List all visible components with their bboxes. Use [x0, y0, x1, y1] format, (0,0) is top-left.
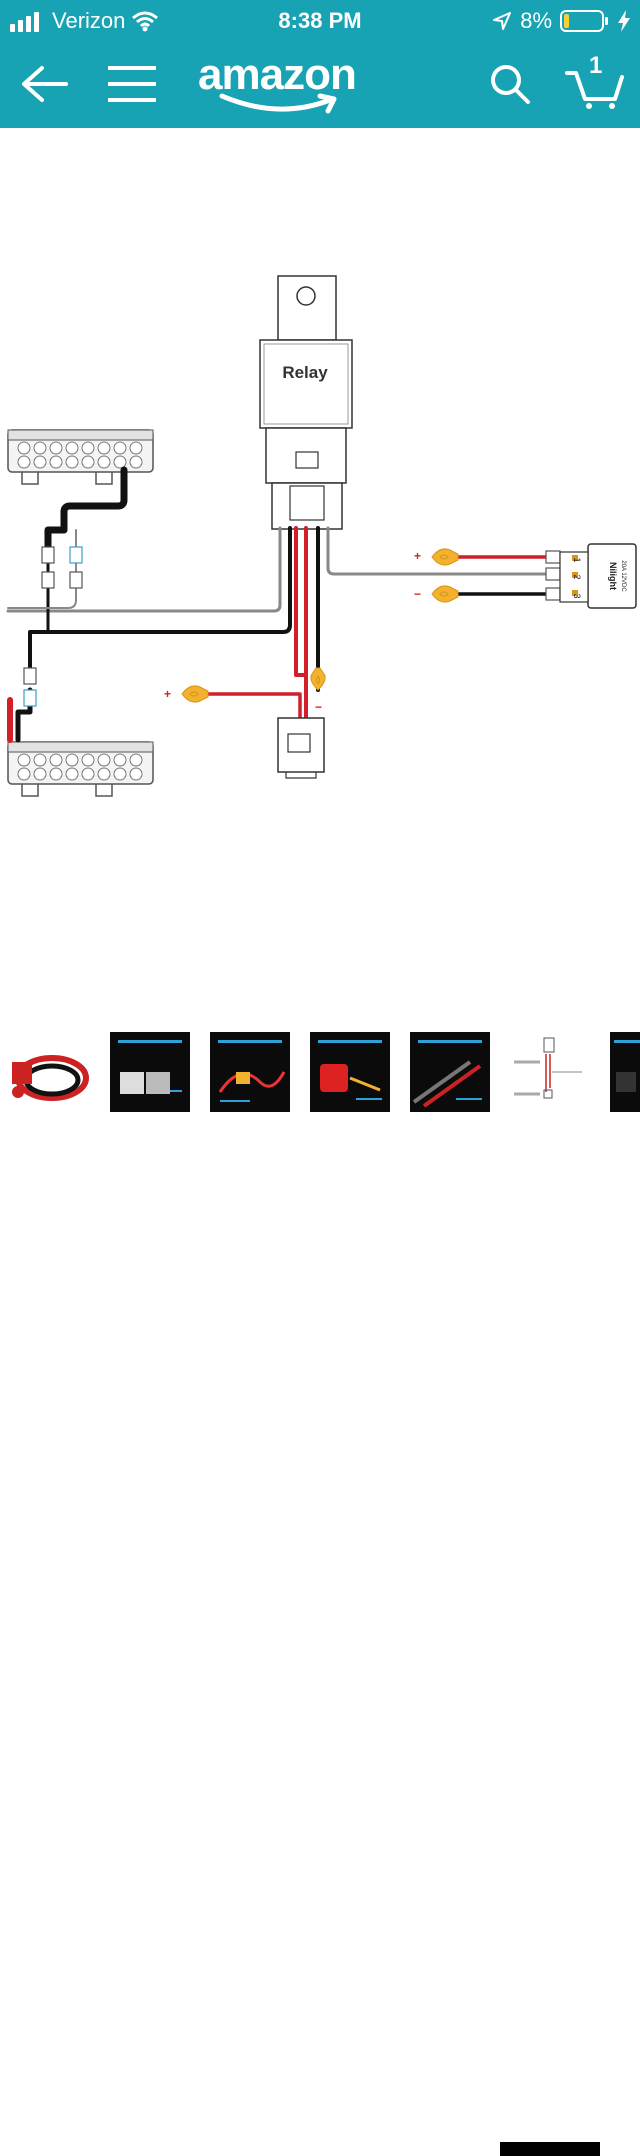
ring-terminal-plus-battery: [181, 685, 209, 703]
status-left: Verizon: [10, 8, 159, 34]
battery-percent: 8%: [520, 8, 552, 33]
product-image-area[interactable]: Relay: [0, 128, 640, 1020]
polarity-labels: + − + −: [164, 549, 421, 714]
back-arrow-icon: [22, 66, 68, 102]
switch: Nilight 20A 12VDC 1 2 3: [559, 543, 637, 609]
cart-button[interactable]: 1: [562, 52, 628, 112]
battery-icon: [560, 10, 608, 32]
wire-gray-switch: [326, 526, 550, 576]
search-icon: [491, 65, 530, 104]
minus-label-switch: −: [414, 587, 421, 601]
location-arrow-icon: [493, 12, 512, 30]
status-right: 8%: [492, 8, 630, 34]
light-bar-photo: [118, 1040, 182, 1094]
selected-thumb-indicator: [500, 2142, 600, 2156]
relay: Relay: [259, 275, 353, 530]
amazon-logo[interactable]: amazon: [198, 50, 370, 116]
image-gallery-strip: [0, 1020, 640, 2156]
nav-bar: amazon 1: [0, 40, 640, 128]
harness-photo: [218, 1040, 286, 1102]
gallery-thumb-1[interactable]: [10, 1032, 90, 1112]
wire-photo: [412, 1040, 482, 1108]
relay-label: Relay: [282, 363, 328, 382]
gallery-thumb-3[interactable]: [210, 1032, 290, 1112]
status-bar: Verizon 8:38 PM 8%: [0, 0, 640, 40]
wire-red-battery: [206, 692, 302, 722]
wire-gray-left: [6, 526, 282, 613]
wiring-kit-photo: [12, 1055, 89, 1101]
clock: 8:38 PM: [278, 8, 362, 33]
plus-label-switch: +: [414, 549, 421, 563]
plus-label-battery: +: [164, 687, 171, 701]
gallery-thumb-2[interactable]: [110, 1032, 190, 1112]
ring-terminals: [181, 548, 459, 703]
switch-rating: 20A 12VDC: [620, 560, 626, 592]
signal-icon: [10, 12, 39, 32]
diagram-thumbnail: [514, 1037, 582, 1099]
light-bar-bottom: [7, 741, 154, 797]
gallery-thumb-4[interactable]: [310, 1032, 390, 1112]
switch-brand: Nilight: [608, 562, 618, 590]
safety-photo: [614, 1040, 640, 1092]
ring-terminal-ground: [310, 667, 326, 691]
rocker-switch-photo: [318, 1040, 382, 1100]
wires: [6, 466, 550, 743]
wiring-diagram: Relay: [6, 275, 637, 797]
fuse-holder: [277, 717, 325, 779]
switch-pin-3: 3: [572, 593, 582, 598]
ring-terminal-plus-switch: [431, 548, 459, 566]
switch-pin-1: 1: [572, 557, 582, 562]
carrier-name: Verizon: [52, 8, 126, 33]
hamburger-menu-icon: [108, 66, 156, 102]
wire-black-to-bars: [28, 526, 292, 672]
gallery-thumb-7[interactable]: [610, 1032, 640, 1112]
search-button[interactable]: [482, 56, 538, 112]
logo-wordmark: amazon: [198, 50, 357, 99]
app-header: Verizon 8:38 PM 8%: [0, 0, 640, 128]
wifi-icon: [132, 11, 159, 32]
switch-pin-2: 2: [572, 574, 582, 579]
back-button[interactable]: [16, 56, 72, 112]
gallery-thumb-6-selected[interactable]: [510, 1032, 590, 1112]
menu-button[interactable]: [104, 56, 160, 112]
wire-gray-bar: [7, 529, 77, 609]
smile-arrow-icon: [219, 93, 337, 114]
cart-icon: [565, 71, 624, 109]
light-bar-top: [7, 429, 154, 485]
gallery-thumb-5[interactable]: [410, 1032, 490, 1112]
cart-count: 1: [589, 52, 603, 79]
ring-terminal-minus-switch: [431, 585, 459, 603]
wire-black-bar-top: [44, 466, 128, 554]
minus-label-ground: −: [315, 700, 322, 714]
charging-bolt-icon: [618, 10, 630, 32]
